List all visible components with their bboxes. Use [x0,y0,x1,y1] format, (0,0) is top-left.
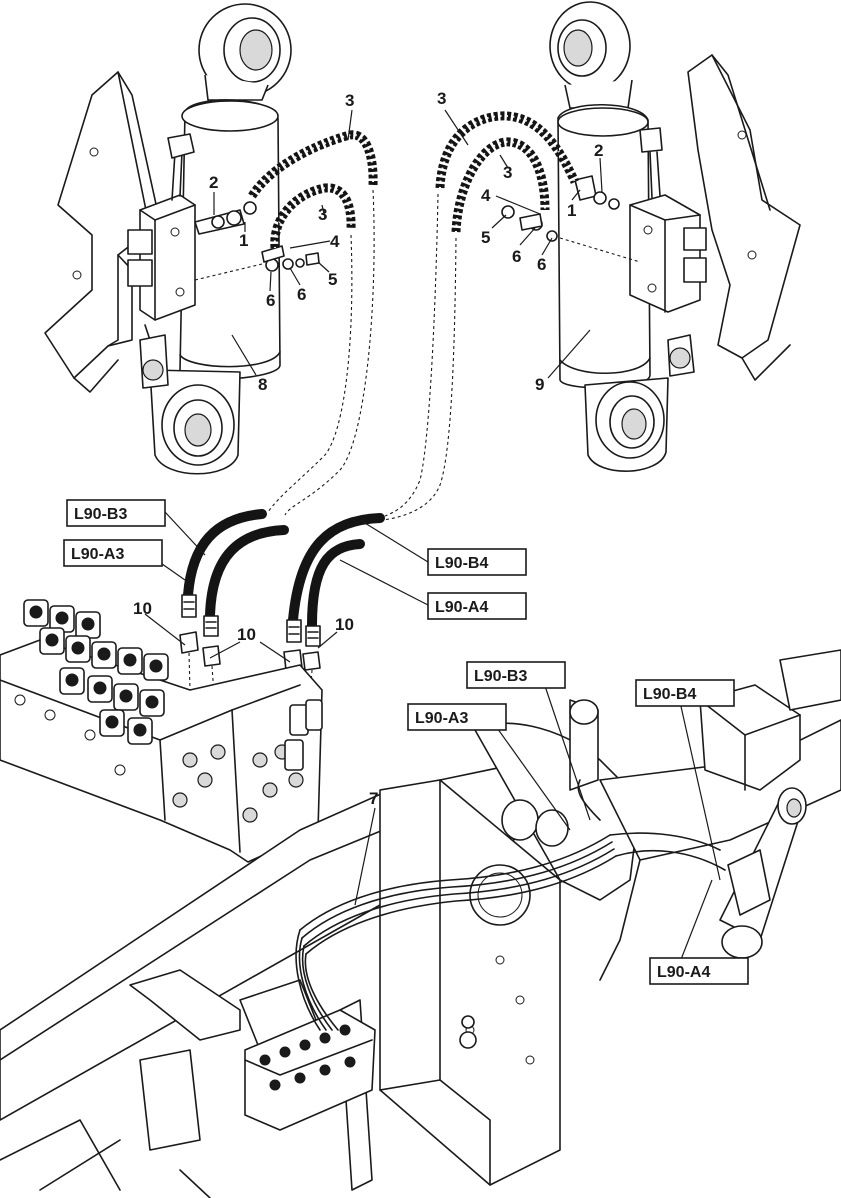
callout-2-left: 2 [209,173,218,192]
callout-4-left: 4 [330,232,340,251]
callout-2-right: 2 [594,141,603,160]
valve-solenoids [23,599,169,745]
svg-text:L90-A3: L90-A3 [71,546,124,563]
right-cylinder-bottom-eye [584,377,669,472]
svg-text:L90-B3: L90-B3 [474,668,527,685]
label-l90-b4-top: L90-B4 [427,548,527,576]
main-control-valve-bank [0,599,323,863]
right-cylinder-assembly [381,1,801,521]
callout-1-right: 1 [567,201,576,220]
frame-hose-bundle [295,779,726,1031]
right-cylinder-hoses [435,111,580,233]
callout-3-left-b: 3 [318,205,327,224]
right-fittings [501,175,620,242]
label-l90-b3-top: L90-B3 [66,499,166,527]
left-fittings [194,201,320,272]
svg-text:L90-B3: L90-B3 [74,506,127,523]
lower-valve-bank [244,1009,376,1131]
right-guard-plate [687,54,801,359]
right-valve-block [629,194,707,313]
label-l90-b4-bottom: L90-B4 [635,679,735,707]
label-l90-a3-bottom: L90-A3 [407,703,507,731]
svg-text:L90-A4: L90-A4 [435,599,488,616]
left-guard-plate [44,71,151,379]
label-l90-a4-top: L90-A4 [427,592,527,620]
left-cylinder-assembly [44,3,378,516]
svg-text:L90-B4: L90-B4 [435,555,488,572]
callout-5-right: 5 [481,228,490,247]
right-cylinder-barrel [557,103,651,389]
label-l90-a3-top: L90-A3 [63,539,163,567]
left-cylinder-hoses [248,130,378,249]
callout-10-a: 10 [133,599,152,618]
right-cylinder-top-eye [549,1,633,109]
callout-3-left-a: 3 [345,91,354,110]
label-l90-b3-bottom: L90-B3 [466,661,566,689]
label-l90-a4-bottom: L90-A4 [649,957,749,985]
callout-6-left-a: 6 [266,291,275,310]
left-cylinder-barrel [179,99,281,380]
callout-7: 7 [369,789,378,808]
callout-10-b: 10 [237,625,256,644]
callout-3-right-a: 3 [437,89,446,108]
callout-9: 9 [535,375,544,394]
boom-cylinder-small [719,787,807,959]
svg-text:L90-B4: L90-B4 [643,686,696,703]
left-cylinder-top-eye [198,3,292,101]
left-valve-block [127,194,196,346]
hose-labels: L90-B3 L90-A3 L90-B4 L90-A4 L90-B3 L90-A… [63,499,749,985]
callout-6-right-b: 6 [537,255,546,274]
callout-4-right: 4 [481,186,491,205]
valve-ports [14,694,323,823]
machine-frame [0,649,841,1198]
callout-5-left: 5 [328,270,337,289]
number-callouts: 1 2 3 3 4 5 6 6 8 3 3 2 1 4 5 6 6 9 10 1… [133,89,603,808]
callout-10-c: 10 [335,615,354,634]
callout-1-left: 1 [239,231,248,250]
svg-text:L90-A4: L90-A4 [657,964,710,981]
callout-3-right-b: 3 [503,163,512,182]
left-cylinder-bottom-eye [149,369,241,475]
svg-text:L90-A3: L90-A3 [415,710,468,727]
callout-6-left-b: 6 [297,285,306,304]
callout-6-right-a: 6 [512,247,521,266]
callout-8: 8 [258,375,267,394]
